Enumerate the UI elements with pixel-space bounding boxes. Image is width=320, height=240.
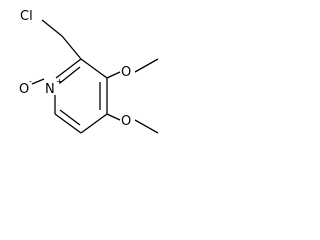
bond-ch2-cl bbox=[41, 19, 63, 37]
bond-o-me4 bbox=[134, 119, 159, 134]
chlorine-label: Cl bbox=[20, 9, 33, 24]
bond-c5-c6-double bbox=[59, 109, 81, 126]
n-oxide-oxygen-charge: - bbox=[29, 77, 32, 86]
bonds bbox=[31, 19, 159, 134]
chemical-structure-diagram: Cl O - N + O O bbox=[19, 9, 159, 134]
methoxy4-oxygen-label: O bbox=[121, 114, 131, 129]
bond-c4-c5 bbox=[80, 113, 108, 134]
bond-n-c2 bbox=[55, 58, 82, 79]
bond-c3-o bbox=[106, 71, 121, 79]
n-oxide-oxygen-label: O bbox=[19, 82, 29, 97]
bond-c5-c6 bbox=[54, 113, 82, 134]
methoxy3-oxygen-label: O bbox=[121, 65, 131, 80]
ring-nitrogen-charge: + bbox=[56, 77, 63, 86]
bond-o-me3 bbox=[134, 58, 159, 73]
bond-n-o bbox=[31, 78, 45, 85]
ring-nitrogen-label: N bbox=[45, 82, 55, 97]
bond-c4-o bbox=[106, 113, 121, 121]
bond-n-c2-double bbox=[59, 66, 81, 84]
atom-labels: Cl O - N + O O bbox=[19, 9, 131, 129]
bond-c2-c3 bbox=[80, 58, 108, 79]
bond-ch2-c2 bbox=[61, 35, 82, 60]
